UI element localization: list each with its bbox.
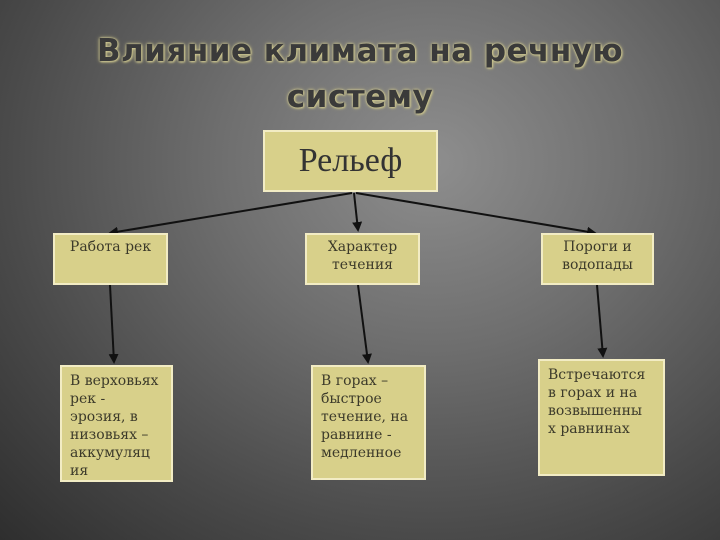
detail-flow-character: В горах – быстрое течение, на равнине - … bbox=[311, 365, 426, 480]
arrow-work-to-detail bbox=[108, 284, 119, 364]
slide-title: Влияние климата на речную систему bbox=[96, 33, 624, 115]
arrow-flow-to-detail bbox=[357, 284, 372, 364]
arrow-rapids-to-detail bbox=[596, 284, 608, 358]
category-flow-character: Характер течения bbox=[305, 233, 420, 285]
category-river-work: Работа рек bbox=[53, 233, 168, 285]
arrow-root-to-flow bbox=[352, 192, 363, 232]
arrow-root-to-rapids bbox=[355, 192, 597, 237]
detail-river-work: В верховьях рек - эрозия, в низовьях – а… bbox=[60, 365, 173, 482]
arrow-root-to-work bbox=[108, 192, 353, 237]
category-rapids-waterfalls: Пороги и водопады bbox=[541, 233, 654, 285]
root-node-relief: Рельеф bbox=[263, 130, 438, 192]
detail-rapids-waterfalls: Встречаются в горах и на возвышенны х ра… bbox=[538, 359, 665, 476]
